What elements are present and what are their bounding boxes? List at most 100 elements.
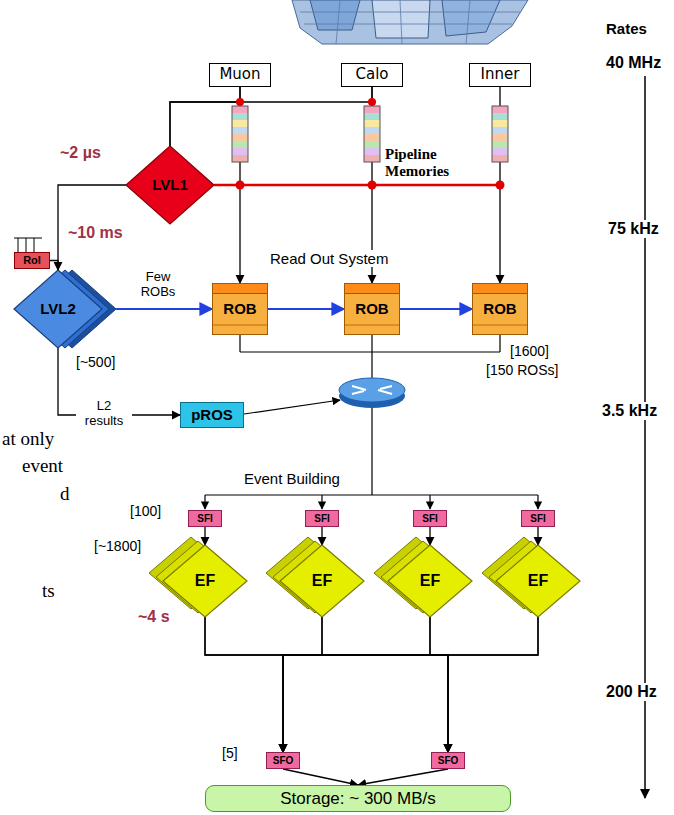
axis-title: Rates <box>606 20 647 37</box>
node-label: EF <box>420 572 440 590</box>
rate-label: 200 Hz <box>604 683 659 701</box>
trigger-diamond: LVL2 <box>14 270 102 348</box>
connector <box>50 261 58 271</box>
node-label: EF <box>312 572 332 590</box>
rate-label: 3.5 kHz <box>600 402 659 420</box>
sfi-box: SFI <box>413 510 447 527</box>
node-label: Muon <box>219 66 260 83</box>
detector-box: Calo <box>341 63 403 87</box>
node-text-group: SFO <box>438 755 459 767</box>
memory-outline <box>232 106 248 162</box>
pros-wire <box>244 400 340 414</box>
detector-illustration <box>292 0 528 44</box>
node-label: SFI <box>314 513 330 525</box>
detector-box: Muon <box>209 63 271 87</box>
node-text-group: Inner <box>481 66 520 83</box>
rob-box: ROB <box>472 283 528 335</box>
memory-stripe <box>492 113 508 120</box>
storage-box: Storage: ~ 300 MB/s <box>205 785 511 812</box>
node-text-group: Muon <box>219 66 260 83</box>
memory-stripe <box>492 127 508 134</box>
memory-stripe <box>364 134 380 141</box>
memory-outline <box>364 106 380 162</box>
sfi-box: SFI <box>188 510 222 527</box>
rate-label: 75 kHz <box>606 220 661 238</box>
diamond-shape <box>14 270 102 348</box>
count-label: [100] <box>130 503 161 519</box>
latency-label: ~2 µs <box>60 144 101 162</box>
node-text-group: ROB <box>483 300 516 317</box>
memory-stripe <box>364 120 380 127</box>
node-label: ROB <box>355 300 388 317</box>
sfi-box: SFI <box>305 510 339 527</box>
background-text: at only <box>2 428 54 450</box>
node-text-group: EF <box>420 572 440 590</box>
memory-outline <box>492 106 508 162</box>
node-label: EF <box>528 572 548 590</box>
switch-top <box>339 378 405 402</box>
memory-stripe <box>364 127 380 134</box>
node-label: SFO <box>273 755 294 767</box>
lvl1-accept-line <box>214 184 500 187</box>
node-text-group: EF <box>312 572 332 590</box>
node-text-group: ROB <box>223 300 256 317</box>
filter-diamond: EF <box>496 545 580 617</box>
node-label: Calo <box>355 66 388 83</box>
node-text-group: SFI <box>314 513 330 525</box>
connector <box>283 617 538 752</box>
sfi-feed <box>321 495 322 509</box>
memory-stripe <box>364 148 380 155</box>
node-label: Storage: ~ 300 MB/s <box>280 789 435 809</box>
node-label: EF <box>195 572 215 590</box>
node-label: ROB <box>483 300 516 317</box>
node-label: RoI <box>23 254 41 267</box>
connector <box>170 87 240 146</box>
node-text-group: pROS <box>191 406 233 423</box>
node-text-group: EF <box>195 572 215 590</box>
node-text-group: SFI <box>422 513 438 525</box>
connector <box>321 527 322 545</box>
roi-box: RoI <box>14 252 50 269</box>
node-text-group: ROB <box>355 300 388 317</box>
node-label: SFI <box>422 513 438 525</box>
rate-label: 40 MHz <box>604 54 663 72</box>
junction-dot <box>368 98 376 106</box>
node-label: LVL1 <box>152 176 188 193</box>
memory-stripe <box>492 120 508 127</box>
memory-stripe <box>364 113 380 120</box>
section-label: Read Out System <box>268 250 390 267</box>
event-building-wire <box>205 406 538 495</box>
pipeline-memories <box>232 106 508 162</box>
node-label: SFI <box>530 513 546 525</box>
connector <box>322 617 448 752</box>
node-text-group: LVL1 <box>152 176 188 193</box>
background-text: ts <box>42 580 55 602</box>
sfo-box: SFO <box>266 752 300 769</box>
memory-stripe <box>492 106 508 113</box>
connector <box>448 617 538 752</box>
diamond-shape <box>280 545 364 617</box>
junction-dot <box>496 181 505 190</box>
junction-dot <box>236 181 245 190</box>
memory-stripe <box>232 106 248 113</box>
memory-stripe <box>232 120 248 127</box>
memory-stripe <box>232 148 248 155</box>
diamond-shape <box>388 545 472 617</box>
memory-stripe <box>492 141 508 148</box>
detector-body <box>292 0 528 44</box>
diamond-shape <box>163 545 247 617</box>
diamond-shape <box>126 146 214 224</box>
connector <box>58 185 126 270</box>
edge-label: Few ROBs <box>128 270 188 300</box>
memory-stripe <box>232 127 248 134</box>
detector-box: Inner <box>469 63 531 87</box>
count-label: [1600] <box>510 343 549 359</box>
background-text: event <box>22 455 63 477</box>
node-text-group: Storage: ~ 300 MB/s <box>280 789 435 809</box>
pipeline-label: Pipeline Memories <box>385 146 477 181</box>
connector <box>204 527 205 545</box>
connector <box>358 769 448 785</box>
junction-dot <box>368 181 377 190</box>
memory-stripe <box>492 155 508 162</box>
node-text-group: SFI <box>197 513 213 525</box>
